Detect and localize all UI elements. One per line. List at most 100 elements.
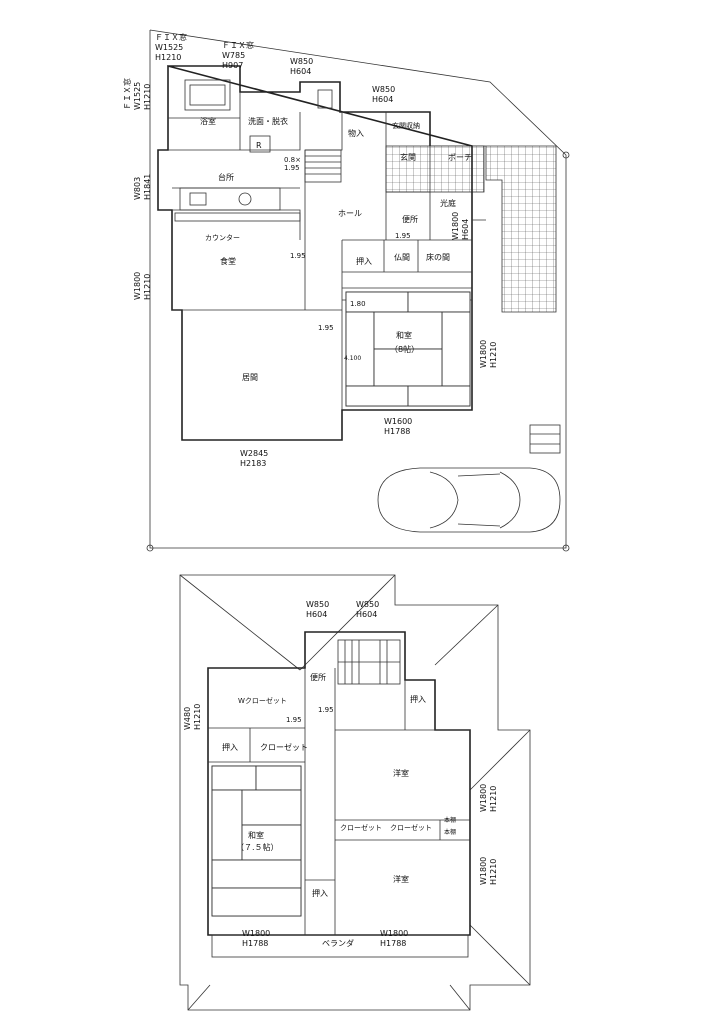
window-label-vertical: W1800: [479, 857, 488, 885]
tatami-mat: [373, 311, 443, 350]
wash-basin: [317, 89, 333, 109]
roof-ridge: [469, 729, 531, 791]
room-label: R: [256, 141, 262, 150]
roof-outline: [179, 574, 531, 1011]
room-label: 台所: [218, 172, 234, 182]
tatami-mat: [211, 789, 243, 861]
tatami-mat: [241, 824, 302, 861]
room-label: 本棚: [444, 828, 456, 836]
exterior-steps: [529, 424, 561, 454]
room-label: 和室: [248, 830, 264, 840]
window-label: W785: [222, 51, 245, 60]
window-label: H604: [372, 95, 393, 104]
room-label: 食堂: [220, 256, 236, 266]
room-label: 洋室: [393, 768, 409, 778]
porch-tile-area: [430, 145, 557, 313]
dimension-label: 1.95: [286, 716, 302, 724]
window-label: W1600: [384, 417, 412, 426]
room-label: 便所: [402, 214, 418, 224]
room-label: クローゼット: [260, 742, 308, 752]
window-label: H1210: [155, 53, 181, 62]
upper-interior-walls: [208, 668, 470, 935]
dimension-label: 0.8×: [284, 156, 301, 164]
window-label-vertical: H604: [461, 219, 470, 240]
window-label-vertical: W1800: [451, 212, 460, 240]
roof-ridge: [434, 604, 499, 666]
lot-corner-marker: [562, 544, 570, 552]
sink-bowl: [238, 192, 252, 206]
window-label: ＦＩＸ窓: [155, 32, 187, 42]
tatami-mat: [407, 385, 471, 407]
window-label: W1800: [380, 929, 408, 938]
room-label: 玄関: [400, 152, 416, 162]
room-label: 洗面・脱衣: [248, 116, 288, 126]
room-label: ポーチ: [448, 153, 472, 162]
tatami-mat: [241, 789, 302, 826]
stove: [189, 192, 207, 206]
lot-corner-marker: [562, 151, 570, 159]
window-label: W850: [290, 57, 313, 66]
window-label: W850: [306, 600, 329, 609]
dimension-label: 1.95: [290, 252, 306, 260]
window-label-vertical: ＦＩＸ窓: [122, 78, 132, 110]
ground-floor-plan: ＦＩＸ窓 W1525 H1210 ＦＩＸ窓 W785 H907 W850 H60…: [122, 29, 570, 552]
window-label: H604: [356, 610, 377, 619]
window-label: H1788: [384, 427, 410, 436]
room-label: 物入: [348, 128, 364, 138]
roof-ridge: [469, 924, 531, 986]
room-label: クローゼット: [340, 823, 382, 832]
window-label: H604: [306, 610, 327, 619]
tatami-mat: [407, 291, 471, 313]
roof-ridge: [187, 984, 211, 1011]
room-label: Wクローゼット: [238, 696, 287, 705]
fridge-box: [249, 135, 271, 153]
window-label: W850: [356, 600, 379, 609]
room-label: 本棚: [444, 816, 456, 824]
tatami-mat: [255, 765, 302, 791]
room-label: 洋室: [393, 874, 409, 884]
room-label: ホール: [338, 209, 362, 218]
window-label-vertical: H1210: [143, 274, 152, 300]
window-label: H907: [222, 61, 243, 70]
window-label-vertical: W803: [133, 177, 142, 200]
window-label: H2183: [240, 459, 266, 468]
room-label: 居間: [242, 373, 258, 382]
tatami-mat: [373, 348, 443, 387]
dining-counter: [174, 212, 301, 222]
window-label: H1788: [380, 939, 406, 948]
window-label: W1525: [155, 43, 183, 52]
room-label: 和室: [396, 330, 412, 340]
room-label: カウンター: [205, 233, 240, 242]
window-label-vertical: W1525: [133, 82, 142, 110]
window-label: W1800: [242, 929, 270, 938]
window-label: H604: [290, 67, 311, 76]
car-illustration: [377, 467, 561, 533]
upper-floor-plan: W850 H604 W850 H604 W480 H1210 W1800 H12…: [179, 574, 531, 1011]
room-label: （8帖）: [390, 344, 419, 354]
dimension-label: 1.95: [318, 324, 334, 332]
dimension-label: 1.95: [284, 164, 300, 172]
entrance-tile-floor: [385, 145, 485, 193]
window-label-vertical: H1210: [489, 342, 498, 368]
window-label: W2845: [240, 449, 268, 458]
window-label: ＦＩＸ窓: [222, 40, 254, 50]
veranda-area: [211, 934, 469, 958]
roof-ridge: [179, 574, 301, 671]
bathtub-inner: [189, 84, 226, 106]
tatami-mat: [441, 311, 471, 387]
room-label: 便所: [310, 672, 326, 682]
room-label: 仏間: [394, 253, 410, 262]
window-label-vertical: W1800: [479, 340, 488, 368]
room-label: 玄関収納: [392, 121, 420, 130]
window-label-vertical: H1210: [193, 704, 202, 730]
lot-boundary: [149, 29, 567, 549]
window-label-vertical: H1210: [489, 859, 498, 885]
dimension-label: 1.95: [395, 232, 411, 240]
dimension-label: 4.100: [344, 355, 361, 362]
tatami-mat: [211, 887, 302, 917]
tatami-mat: [211, 765, 257, 791]
lot-corner-marker: [146, 544, 154, 552]
tatami-mat: [345, 385, 409, 407]
room-label: ベランダ: [322, 938, 354, 948]
room-label: （７.５帖）: [236, 842, 279, 852]
